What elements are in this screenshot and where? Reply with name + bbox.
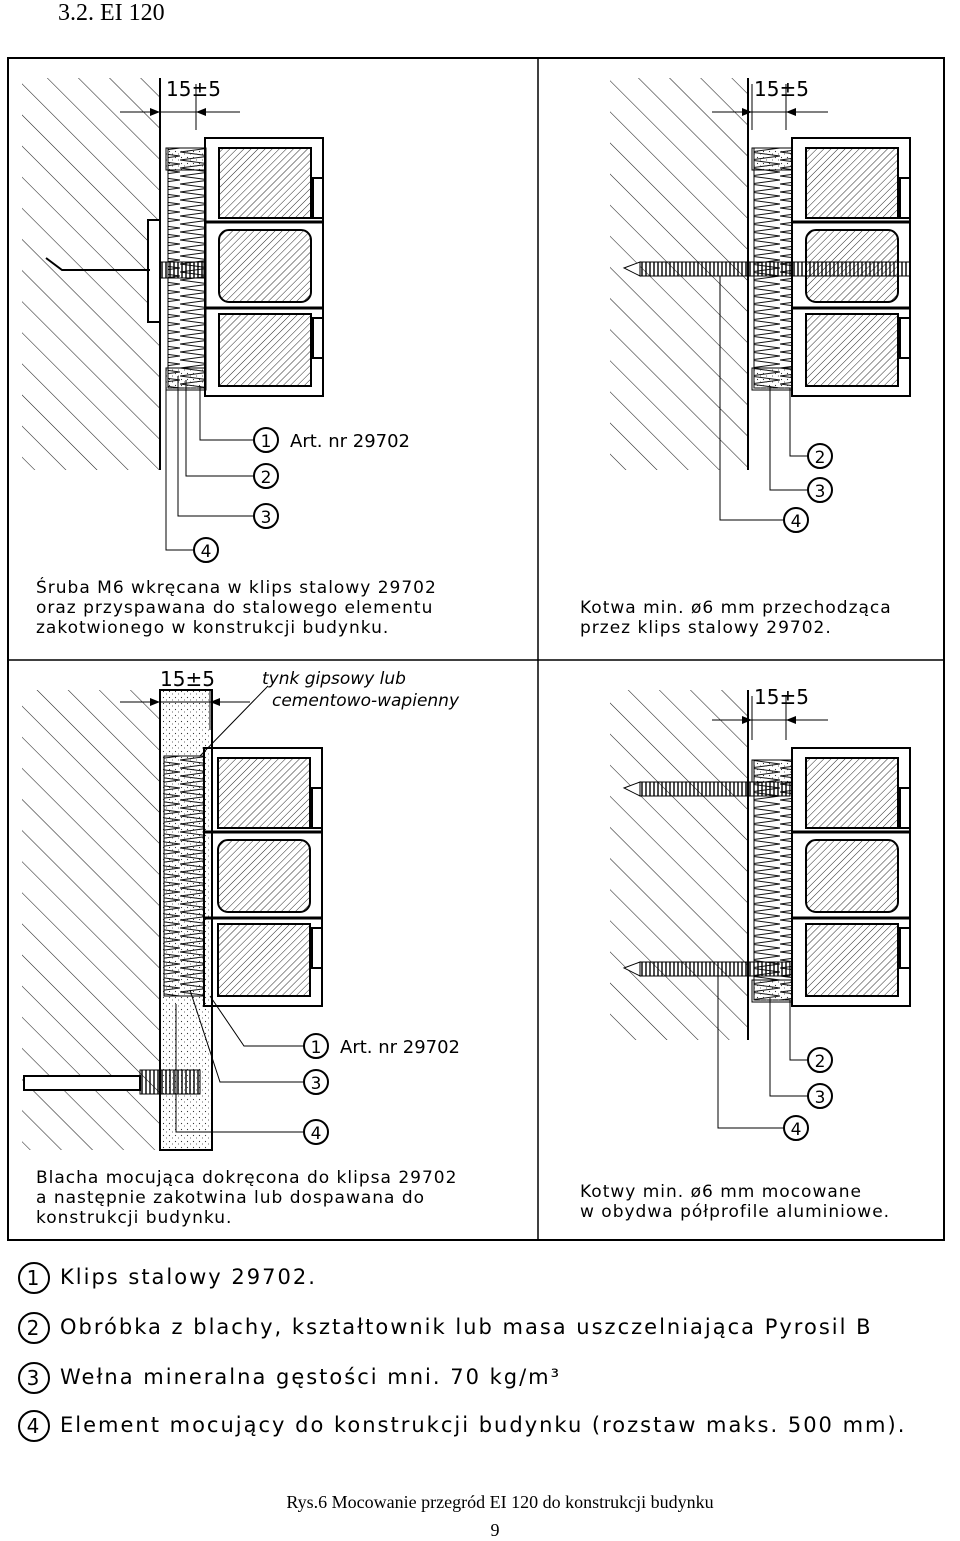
svg-text:2: 2 <box>261 468 272 488</box>
figure-caption: Rys.6 Mocowanie przegród EI 120 do konst… <box>286 1492 714 1512</box>
panel-3-callout-1: 1 <box>303 1033 329 1059</box>
panel-4-callout-2: 2 <box>807 1047 833 1073</box>
svg-text:4: 4 <box>791 1120 802 1140</box>
panel-1-detail: 15±5 1 Art. nr 29702 2 3 4 <box>22 77 410 563</box>
panel-1-caption: Śruba M6 wkręcana w klips stalowy 29702 … <box>36 578 437 638</box>
panel-2-callout-4: 4 <box>783 507 809 533</box>
svg-text:4: 4 <box>201 542 212 562</box>
panel-1-callout-2: 2 <box>253 463 279 489</box>
panel-3-note-line-1: tynk gipsowy lub <box>262 669 406 689</box>
panel-3-caption: Blacha mocująca dokręcona do klipsa 2970… <box>36 1168 458 1228</box>
panel-2-dimension: 15±5 <box>754 77 809 101</box>
panel-2-callout-2: 2 <box>807 443 833 469</box>
svg-text:3: 3 <box>261 508 272 528</box>
svg-text:1: 1 <box>261 432 272 452</box>
panel-4-detail: 15±5 2 3 4 <box>610 685 912 1141</box>
svg-text:3: 3 <box>815 482 826 502</box>
svg-text:3: 3 <box>311 1074 322 1094</box>
page-number: 9 <box>490 1520 500 1540</box>
panel-1-callout-3: 3 <box>253 503 279 529</box>
panel-3-note-line-2: cementowo-wapienny <box>272 691 460 711</box>
svg-text:2: 2 <box>815 448 826 468</box>
svg-text:4: 4 <box>311 1124 322 1144</box>
panel-2-caption: Kotwa min. ø6 mm przechodząca przez klip… <box>580 598 892 638</box>
svg-text:1: 1 <box>311 1038 322 1058</box>
panel-3-callout-1-label: Art. nr 29702 <box>340 1037 460 1058</box>
panel-4-dimension: 15±5 <box>754 685 809 709</box>
svg-text:4: 4 <box>791 512 802 532</box>
panel-1-callout-4: 4 <box>193 537 219 563</box>
svg-text:3: 3 <box>815 1088 826 1108</box>
panel-4-callout-4: 4 <box>783 1115 809 1141</box>
panel-1-dimension: 15±5 <box>166 77 221 101</box>
panel-4-callout-3: 3 <box>807 1083 833 1109</box>
panel-1-callout-1-label: Art. nr 29702 <box>290 431 410 452</box>
drawing-frame <box>7 57 945 1241</box>
section-title: 3.2. EI 120 <box>58 0 165 26</box>
panel-4-caption: Kotwy min. ø6 mm mocowane w obydwa półpr… <box>580 1182 891 1222</box>
panel-3-callout-4: 4 <box>303 1119 329 1145</box>
panel-1-callout-1: 1 <box>253 427 279 453</box>
panel-3-detail: 15±5 tynk gipsowy lub cementowo-wapienny… <box>22 667 460 1151</box>
svg-text:2: 2 <box>815 1052 826 1072</box>
panel-3-dimension: 15±5 <box>160 667 215 691</box>
panel-3-callout-3: 3 <box>303 1069 329 1095</box>
panel-2-detail: 15±5 2 3 4 <box>610 77 912 533</box>
panel-2-callout-3: 3 <box>807 477 833 503</box>
